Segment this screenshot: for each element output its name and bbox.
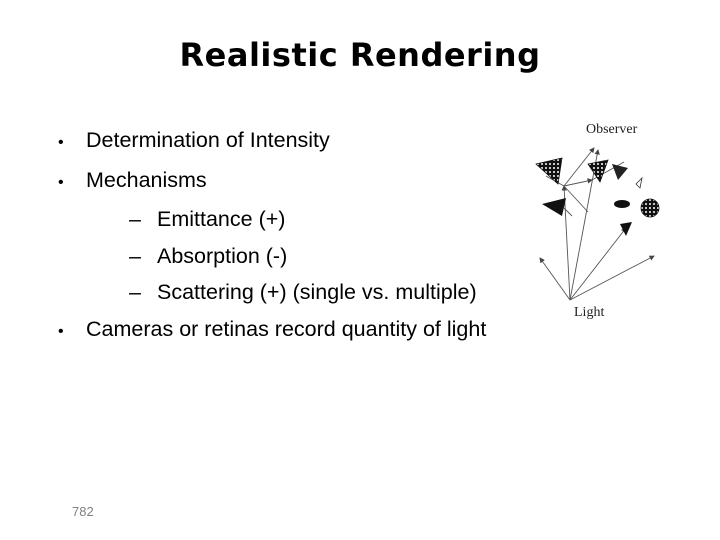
- dash-marker: –: [129, 280, 141, 304]
- sub-bullet-text: Emittance (+): [157, 207, 286, 231]
- sub-bullet-text: Scattering (+) (single vs. multiple): [157, 280, 477, 304]
- bullet-list: • Determination of Intensity • Mechanism…: [58, 122, 538, 350]
- diagram-svg: [535, 147, 660, 301]
- bullet-marker: •: [58, 173, 64, 191]
- bullet-marker: •: [58, 134, 64, 151]
- slide-title: Realistic Rendering: [179, 36, 541, 74]
- observer-label: Observer: [586, 122, 638, 137]
- scattering-particles: [535, 157, 660, 236]
- bullet-text: Mechanisms: [86, 167, 207, 192]
- bullet-marker: •: [58, 322, 64, 340]
- page-number: 782: [72, 504, 94, 519]
- sub-bullet-item: – Emittance (+): [58, 201, 538, 238]
- bullet-item: • Determination of Intensity: [58, 122, 538, 162]
- dash-marker: –: [129, 207, 141, 231]
- bullet-text: Determination of Intensity: [86, 128, 330, 152]
- light-rays: [539, 147, 655, 301]
- bullet-item: • Cameras or retinas record quantity of …: [58, 311, 538, 351]
- sub-bullet-item: – Scattering (+) (single vs. multiple): [58, 274, 538, 311]
- sub-bullet-item: – Absorption (-): [58, 238, 538, 275]
- dash-marker: –: [129, 243, 141, 268]
- bullet-text: Cameras or retinas record quantity of li…: [86, 316, 487, 341]
- bullet-item: • Mechanisms: [58, 162, 538, 202]
- sub-bullet-text: Absorption (-): [157, 243, 288, 268]
- light-label: Light: [574, 305, 605, 320]
- light-scattering-diagram: Observer Light: [528, 118, 680, 328]
